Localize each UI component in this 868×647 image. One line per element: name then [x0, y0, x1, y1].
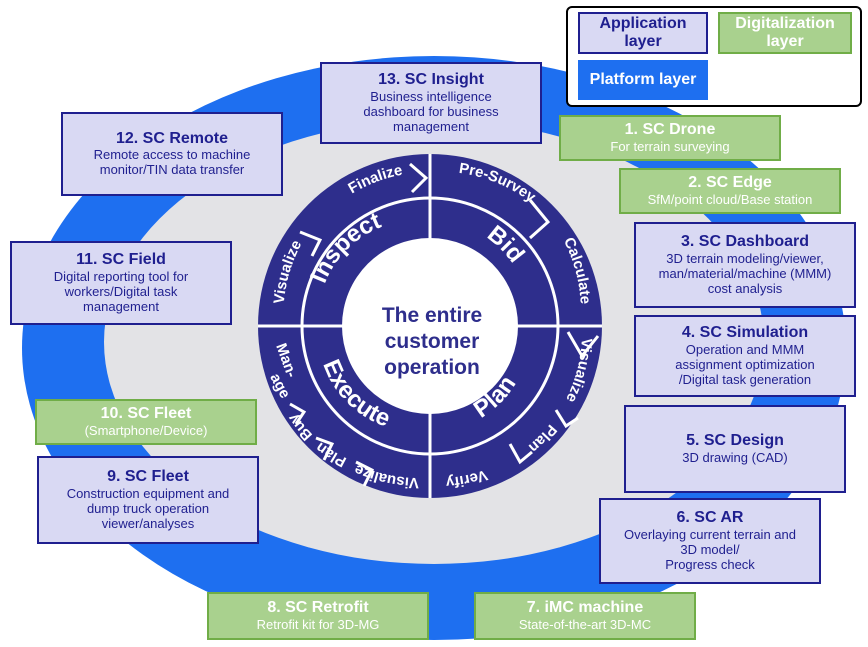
box-sc-fleet-device: 10. SC Fleet (Smartphone/Device)	[35, 399, 257, 445]
box-desc: 3D drawing (CAD)	[682, 449, 788, 465]
legend-platform: Platform layer	[578, 60, 708, 100]
box-desc: man/material/machine (MMM)	[658, 265, 832, 281]
box-title: 10. SC Fleet	[100, 405, 192, 423]
box-title: 12. SC Remote	[115, 129, 229, 147]
box-desc: Overlaying current terrain and	[624, 526, 796, 542]
box-desc: management	[393, 118, 469, 134]
box-title: 6. SC AR	[676, 509, 744, 527]
box-sc-dashboard: 3. SC Dashboard 3D terrain modeling/view…	[634, 222, 856, 308]
box-desc: management	[83, 298, 159, 314]
box-desc: Construction equipment and	[66, 485, 230, 501]
box-title: 13. SC Insight	[378, 71, 484, 89]
box-sc-edge: 2. SC Edge SfM/point cloud/Base station	[619, 168, 841, 214]
box-desc: Remote access to machine	[93, 147, 251, 163]
box-sc-ar: 6. SC AR Overlaying current terrain and …	[599, 498, 821, 584]
box-desc: 3D model/	[680, 541, 740, 557]
box-sc-design: 5. SC Design 3D drawing (CAD)	[624, 405, 846, 493]
box-desc: dump truck operation	[86, 500, 210, 516]
box-desc: Business intelligence	[370, 88, 492, 104]
box-desc: For terrain surveying	[610, 138, 730, 154]
box-sc-field: 11. SC Field Digital reporting tool for …	[10, 241, 232, 325]
box-sc-retrofit: 8. SC Retrofit Retrofit kit for 3D-MG	[207, 592, 429, 640]
box-sc-drone: 1. SC Drone For terrain surveying	[559, 115, 781, 161]
box-desc: dashboard for business	[363, 103, 499, 119]
box-sc-insight: 13. SC Insight Business intelligence das…	[320, 62, 542, 144]
box-desc: Retrofit kit for 3D-MG	[256, 616, 380, 632]
box-desc: Digital reporting tool for	[53, 268, 189, 284]
box-title: 5. SC Design	[686, 432, 784, 450]
box-title: 8. SC Retrofit	[267, 599, 369, 617]
box-desc: 3D terrain modeling/viewer,	[666, 250, 824, 266]
box-desc: /Digital task generation	[678, 371, 812, 387]
box-title: 1. SC Drone	[624, 121, 716, 139]
box-title: 4. SC Simulation	[681, 324, 809, 342]
box-sc-simulation: 4. SC Simulation Operation and MMM assig…	[634, 315, 856, 397]
legend-digitalization: Digitalization layer	[718, 12, 852, 54]
legend-application: Application layer	[578, 12, 708, 54]
legend: Application layer Digitalization layer P…	[566, 6, 862, 107]
center-line-1: The entire	[382, 304, 482, 327]
box-sc-remote: 12. SC Remote Remote access to machine m…	[61, 112, 283, 196]
box-title: 11. SC Field	[76, 251, 166, 269]
box-desc: viewer/analyses	[101, 515, 195, 531]
box-title: 2. SC Edge	[688, 174, 772, 192]
box-desc: cost analysis	[707, 280, 783, 296]
box-sc-fleet-equipment: 9. SC Fleet Construction equipment and d…	[37, 456, 259, 544]
center-disc	[342, 238, 518, 414]
box-desc: monitor/TIN data transfer	[99, 162, 245, 178]
box-desc: Progress check	[665, 556, 755, 572]
box-desc: (Smartphone/Device)	[84, 422, 208, 438]
box-imc-machine: 7. iMC machine State-of-the-art 3D-MC	[474, 592, 696, 640]
box-desc: State-of-the-art 3D-MC	[518, 616, 652, 632]
box-title: 9. SC Fleet	[107, 468, 189, 486]
box-title: 3. SC Dashboard	[680, 233, 810, 251]
wheel-dividers	[258, 154, 602, 498]
box-title: 7. iMC machine	[526, 599, 644, 617]
center-line-2: customer	[385, 330, 480, 353]
box-desc: workers/Digital task	[64, 283, 178, 299]
box-desc: Operation and MMM	[685, 341, 805, 357]
center-line-3: operation	[384, 356, 480, 379]
box-desc: assignment optimization	[675, 356, 815, 372]
box-desc: SfM/point cloud/Base station	[647, 191, 813, 207]
